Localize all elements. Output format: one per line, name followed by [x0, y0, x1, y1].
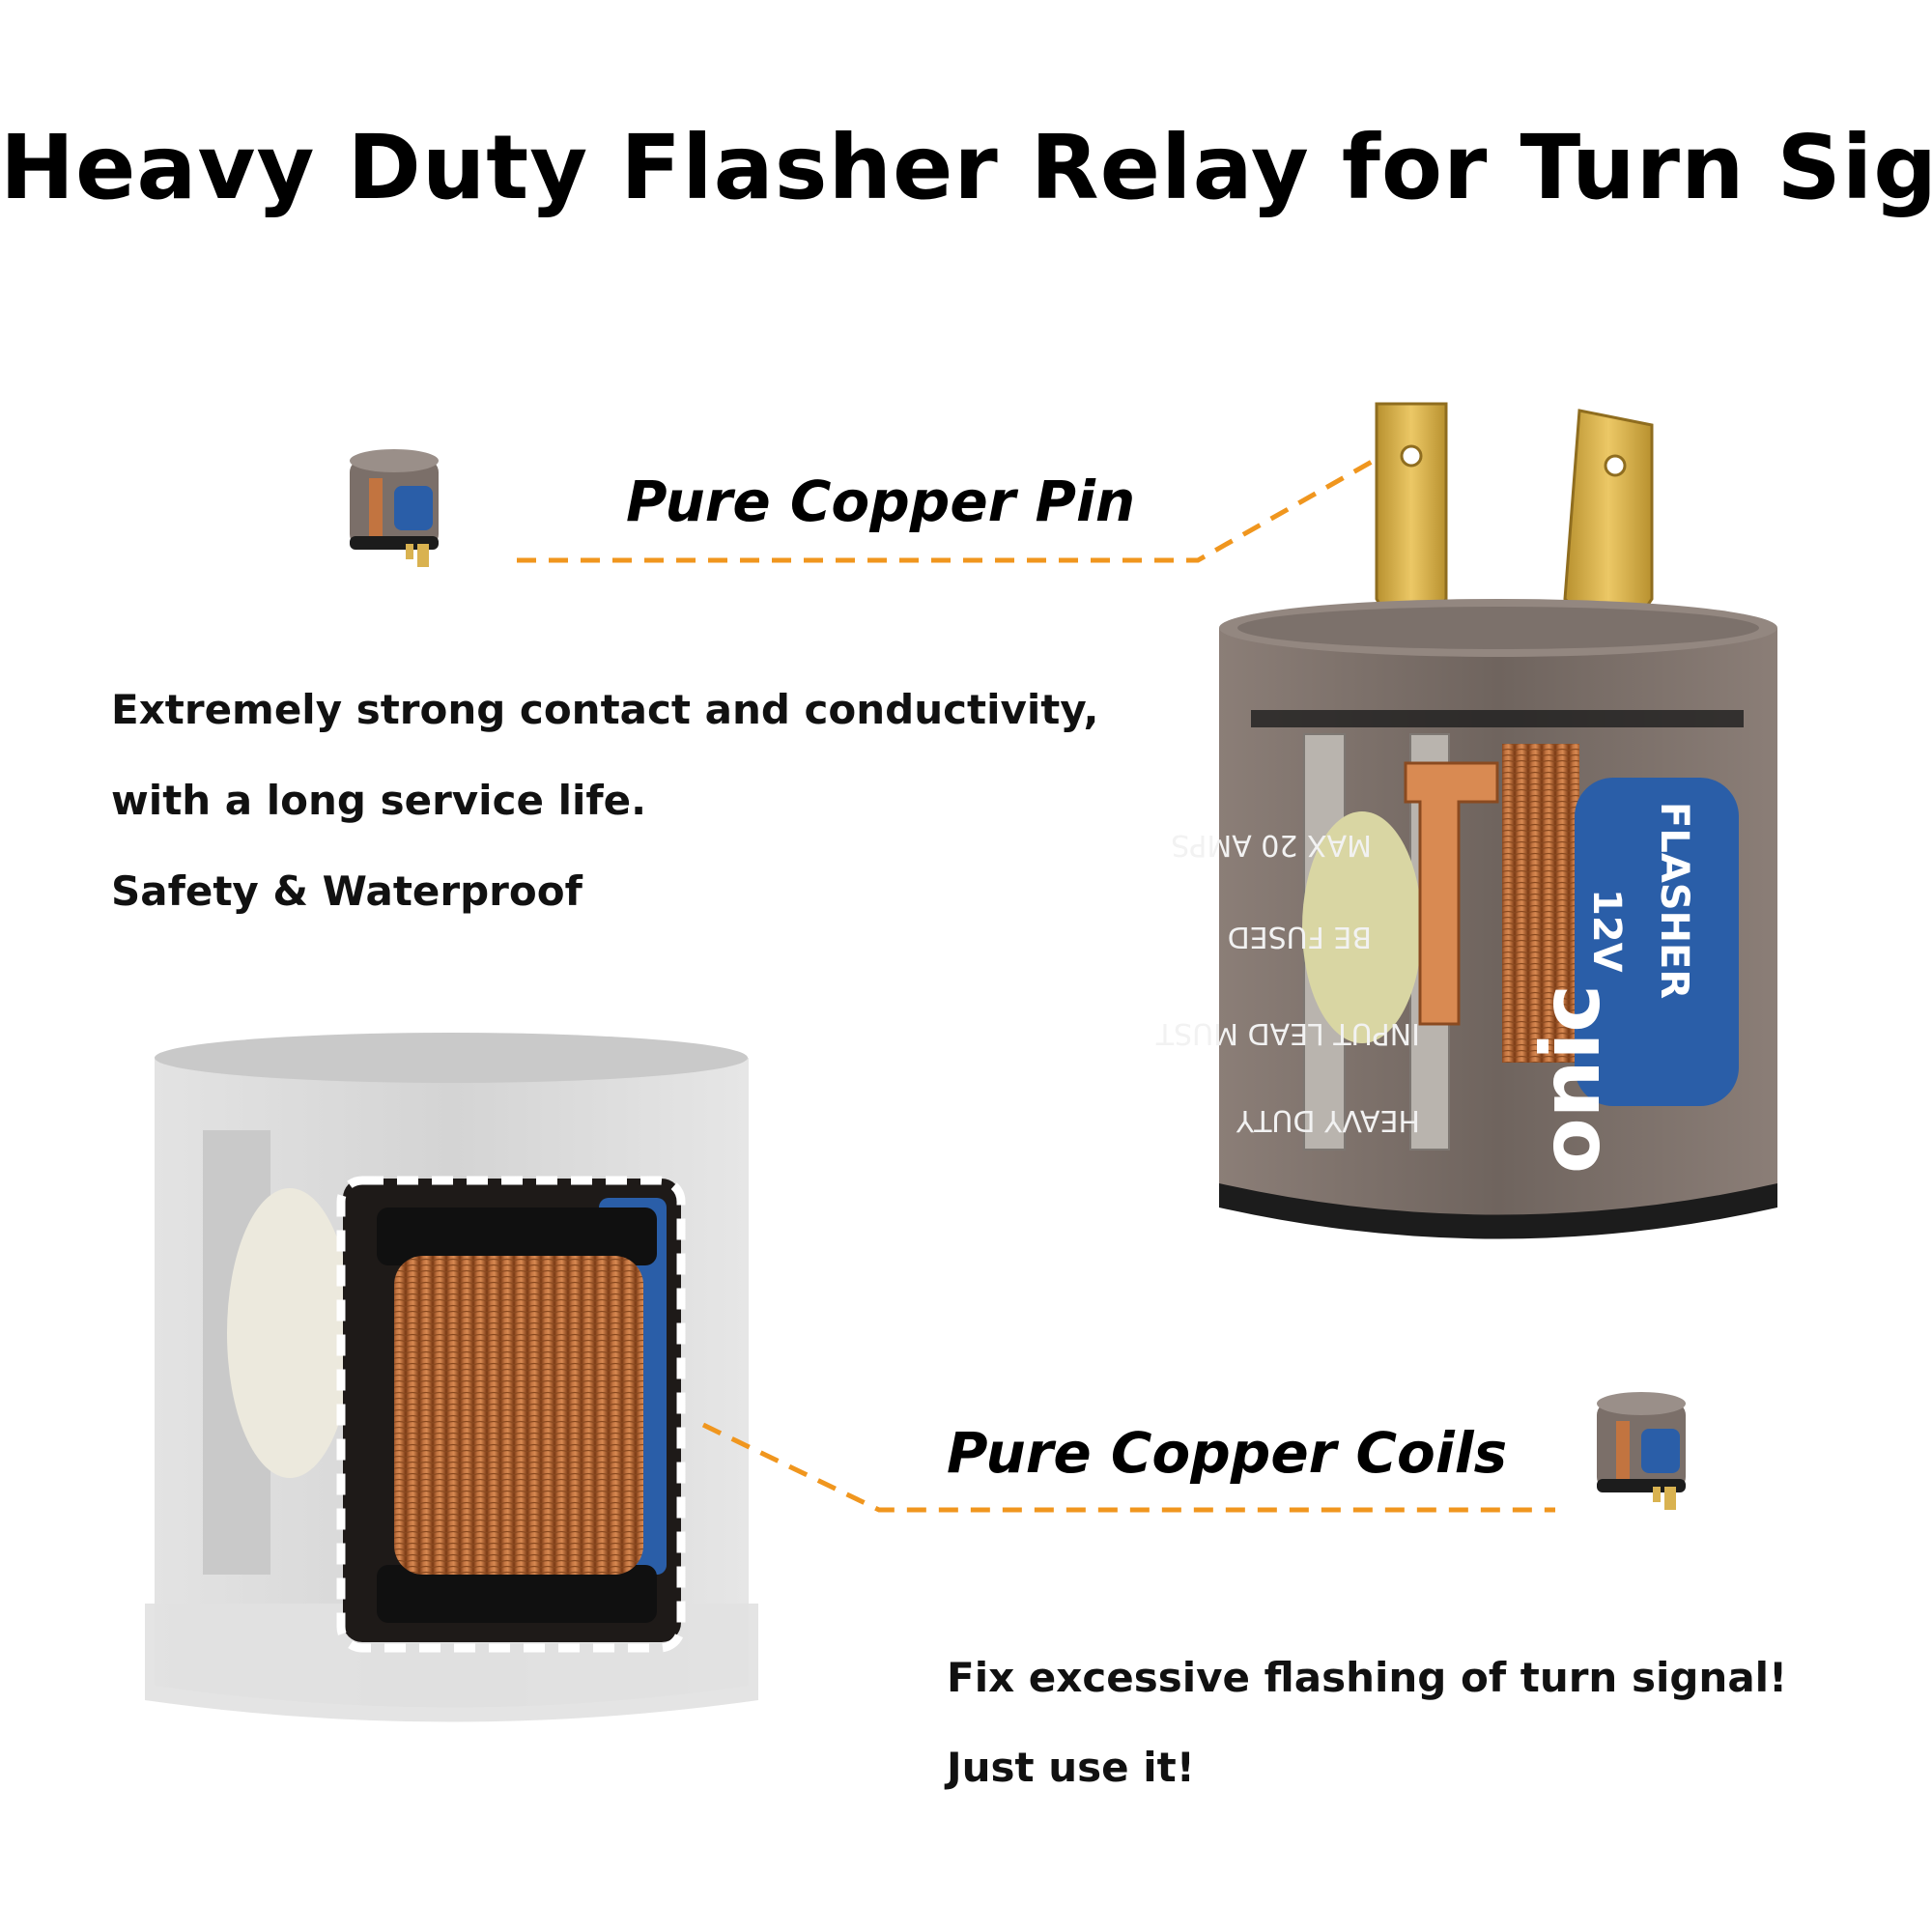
relay-marking-fused: BE FUSED [1228, 920, 1372, 953]
copper-coil [394, 1256, 643, 1575]
relay-marking-type: FLASHER [1652, 802, 1696, 999]
relay-marking-brand: onic [1523, 984, 1618, 1174]
relay-product-photo-pins: 12V FLASHER onic MAX 20 AMPS BE FUSED IN… [1155, 402, 1777, 1239]
flasher-relay-thumbnail-icon [350, 449, 439, 567]
relay-product-photo-coil [145, 1033, 758, 1722]
relay-marking-max: MAX 20 AMPS [1171, 828, 1372, 862]
relay-marking-heavy: HEAVY DUTY [1236, 1103, 1420, 1137]
coil-highlight-frame [336, 1176, 686, 1653]
pin-description-line-3: Safety & Waterproof [111, 867, 582, 915]
page-title: Heavy Duty Flasher Relay for Turn Signal [0, 116, 1932, 219]
pin-description-line-2: with a long service life. [111, 777, 647, 824]
pin-callout-label: Pure Copper Pin [626, 469, 1136, 534]
coil-description-line-1: Fix excessive flashing of turn signal! [947, 1654, 1788, 1701]
pin-leader-line [517, 459, 1374, 563]
flasher-relay-thumbnail-icon [1597, 1392, 1686, 1510]
pin-description-line-1: Extremely strong contact and conductivit… [111, 686, 1099, 733]
coil-callout-label: Pure Copper Coils [947, 1420, 1508, 1486]
relay-marking-input: INPUT LEAD MUST [1155, 1016, 1420, 1050]
relay-marking-rating: 12V [1584, 889, 1629, 973]
coil-leader-line [701, 1422, 1555, 1513]
coil-description-line-2: Just use it! [947, 1744, 1195, 1791]
